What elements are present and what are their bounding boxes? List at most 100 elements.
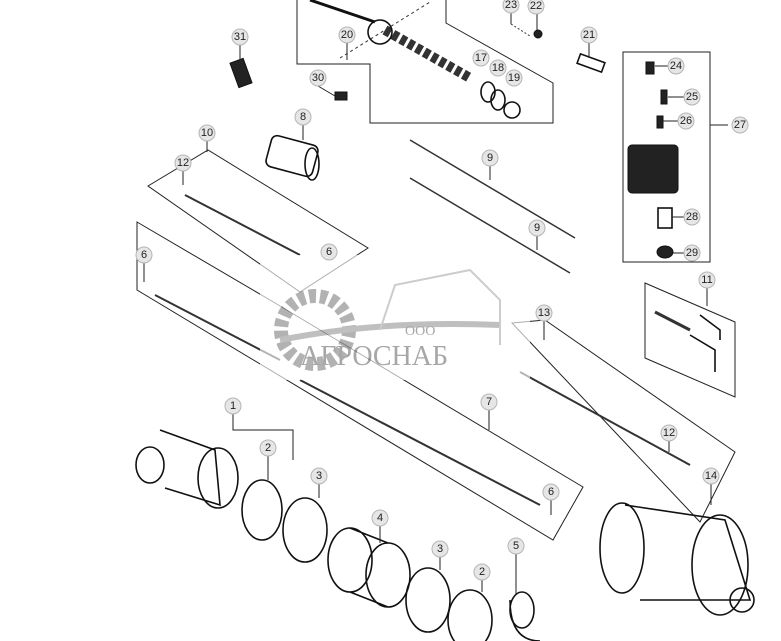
callout-19: 19 bbox=[505, 69, 523, 87]
callout-14: 14 bbox=[702, 467, 720, 485]
rod-7 bbox=[299, 379, 541, 506]
callout-25: 25 bbox=[683, 88, 701, 106]
svg-text:19: 19 bbox=[508, 72, 520, 84]
svg-text:27: 27 bbox=[734, 119, 746, 131]
svg-text:9: 9 bbox=[534, 222, 540, 234]
svg-text:3: 3 bbox=[316, 470, 322, 482]
callout-27: 27 bbox=[731, 116, 749, 134]
callout-7: 7 bbox=[480, 393, 498, 411]
callout-1: 1 bbox=[224, 397, 242, 415]
svg-text:9: 9 bbox=[487, 152, 493, 164]
callout-17: 17 bbox=[472, 49, 490, 67]
callout-10: 10 bbox=[198, 124, 216, 142]
callout-21: 21 bbox=[580, 26, 598, 44]
svg-text:13: 13 bbox=[538, 307, 550, 319]
svg-text:30: 30 bbox=[312, 72, 324, 84]
valve-block-27 bbox=[627, 61, 679, 259]
callout-9: 9 bbox=[481, 149, 499, 167]
svg-text:6: 6 bbox=[326, 246, 332, 258]
group-frame-27 bbox=[622, 51, 711, 263]
callout-23: 23 bbox=[502, 0, 520, 14]
pipe-4 bbox=[327, 527, 411, 608]
callout-8: 8 bbox=[294, 108, 312, 126]
callout-2: 2 bbox=[473, 563, 491, 581]
callout-2: 2 bbox=[259, 439, 277, 457]
seal-19 bbox=[503, 101, 521, 119]
svg-text:6: 6 bbox=[141, 249, 147, 261]
svg-text:28: 28 bbox=[686, 211, 698, 223]
svg-text:12: 12 bbox=[663, 427, 675, 439]
svg-text:25: 25 bbox=[686, 91, 698, 103]
svg-text:7: 7 bbox=[486, 396, 492, 408]
svg-text:17: 17 bbox=[475, 52, 487, 64]
svg-text:10: 10 bbox=[201, 127, 213, 139]
ring-17 bbox=[480, 81, 496, 103]
clamp-3b bbox=[405, 567, 451, 633]
callout-3: 3 bbox=[431, 540, 449, 558]
callout-28: 28 bbox=[683, 208, 701, 226]
pipe-1 bbox=[135, 429, 239, 509]
svg-text:18: 18 bbox=[492, 62, 504, 74]
svg-text:26: 26 bbox=[680, 115, 692, 127]
svg-text:24: 24 bbox=[670, 60, 682, 72]
rod-13 bbox=[519, 371, 691, 466]
callout-12: 12 bbox=[660, 424, 678, 442]
sensor-31 bbox=[229, 57, 253, 89]
callout-4: 4 bbox=[371, 509, 389, 527]
callout-9: 9 bbox=[528, 219, 546, 237]
svg-text:5: 5 bbox=[513, 540, 519, 552]
group-frame-11 bbox=[644, 282, 736, 398]
group-frame-7 bbox=[136, 221, 584, 541]
tools-11 bbox=[654, 310, 721, 372]
svg-text:21: 21 bbox=[583, 29, 595, 41]
svg-text:4: 4 bbox=[377, 512, 383, 524]
svg-text:23: 23 bbox=[505, 0, 517, 11]
svg-text:6: 6 bbox=[548, 486, 554, 498]
svg-text:3: 3 bbox=[437, 543, 443, 555]
callout-6: 6 bbox=[135, 246, 153, 264]
svg-text:31: 31 bbox=[234, 31, 246, 43]
watermark-prefix: ООО bbox=[405, 324, 435, 339]
callout-12: 12 bbox=[174, 154, 192, 172]
callout-30: 30 bbox=[309, 69, 327, 87]
callout-11: 11 bbox=[698, 271, 716, 289]
callout-26: 26 bbox=[677, 112, 695, 130]
watermark-logo: ООО АГРОСНАБ bbox=[260, 255, 530, 380]
sensor-30 bbox=[334, 91, 348, 101]
svg-text:8: 8 bbox=[300, 111, 306, 123]
motor-8 bbox=[265, 134, 320, 181]
svg-text:11: 11 bbox=[701, 274, 712, 286]
svg-text:14: 14 bbox=[705, 470, 717, 482]
callout-20: 20 bbox=[338, 26, 356, 44]
cable-9b bbox=[409, 177, 571, 274]
svg-text:2: 2 bbox=[479, 566, 485, 578]
svg-text:12: 12 bbox=[177, 157, 189, 169]
callout-31: 31 bbox=[231, 28, 249, 46]
callout-5: 5 bbox=[507, 537, 525, 555]
callout-22: 22 bbox=[527, 0, 545, 15]
rod-6 bbox=[154, 294, 281, 361]
callout-3: 3 bbox=[310, 467, 328, 485]
cable-9a bbox=[409, 139, 576, 239]
group-frame-13 bbox=[510, 319, 736, 523]
svg-text:20: 20 bbox=[341, 29, 353, 41]
svg-text:22: 22 bbox=[530, 0, 542, 12]
callout-13: 13 bbox=[535, 304, 553, 322]
clamp-3 bbox=[282, 497, 328, 563]
svg-text:2: 2 bbox=[265, 442, 271, 454]
rod-12 bbox=[184, 194, 301, 256]
elbow-5 bbox=[509, 591, 541, 641]
callout-29: 29 bbox=[683, 244, 701, 262]
group-frame-top bbox=[296, 0, 554, 124]
ring-18 bbox=[490, 89, 506, 111]
part-21 bbox=[576, 52, 606, 74]
callout-18: 18 bbox=[489, 59, 507, 77]
cylinder-14 bbox=[599, 502, 755, 616]
ring-2 bbox=[241, 479, 283, 541]
ring-2b bbox=[447, 589, 493, 641]
part-22 bbox=[533, 29, 543, 39]
watermark-name: АГРОСНАБ bbox=[300, 341, 448, 372]
svg-text:1: 1 bbox=[230, 400, 236, 412]
